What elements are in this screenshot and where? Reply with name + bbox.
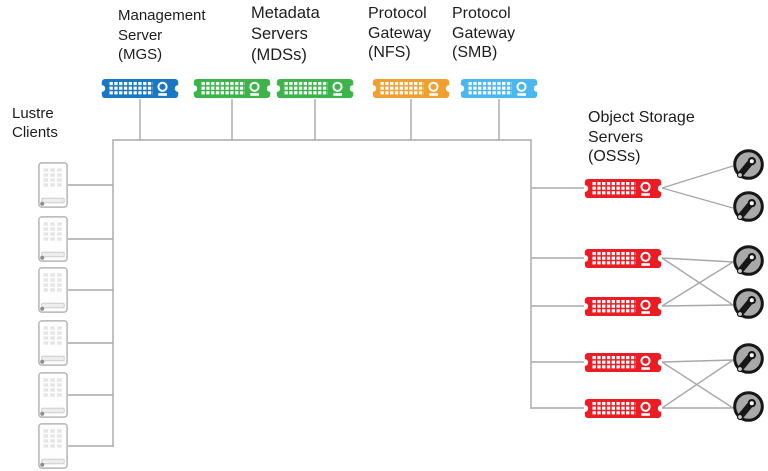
oss-label-line: (OSSs) <box>588 148 641 165</box>
disk-icon <box>730 244 766 280</box>
mds-server-icon <box>193 78 271 99</box>
smb-label-line: Protocol <box>452 5 511 22</box>
disk-icon <box>730 287 766 323</box>
oss-server-icon <box>584 398 662 419</box>
disk-icon <box>730 148 766 184</box>
mgs-label-line: Management <box>118 7 206 24</box>
network-bus-line <box>112 139 532 447</box>
oss-server-icon <box>584 296 662 317</box>
lustre-client-icon <box>38 320 68 366</box>
nfs-label-line: Gateway <box>368 24 432 42</box>
disk-icon <box>730 390 766 426</box>
smb-gateway-icon <box>460 78 538 99</box>
lustre-client-icon <box>38 267 68 313</box>
mgs-label: Management Server (MGS) <box>118 6 206 65</box>
smb-label-line: Gateway <box>452 24 516 42</box>
nfs-label-line: (NFS) <box>368 44 411 61</box>
lustre-clients-label: Lustre Clients <box>12 105 58 142</box>
nfs-label: Protocol Gateway (NFS) <box>368 4 431 63</box>
nfs-label-line: Protocol <box>368 5 427 22</box>
lustre-client-icon <box>38 372 68 418</box>
disk-icon <box>730 190 766 226</box>
mgs-server-icon <box>101 78 179 99</box>
mgs-label-line: Server <box>118 26 163 44</box>
lustre-client-icon <box>38 216 68 262</box>
disk-icon <box>730 342 766 378</box>
smb-label: Protocol Gateway (SMB) <box>452 4 515 63</box>
oss-label-line: Object Storage <box>588 109 695 126</box>
oss-label-line: Servers <box>588 128 644 146</box>
nfs-gateway-icon <box>372 78 450 99</box>
lustre-client-icon <box>38 423 68 469</box>
oss-label: Object Storage Servers (OSSs) <box>588 108 695 167</box>
mds-server-icon <box>276 78 354 99</box>
mds-label: Metadata Servers (MDSs) <box>251 3 320 66</box>
smb-label-line: (SMB) <box>452 44 498 61</box>
clients-label-line: Clients <box>12 123 58 141</box>
oss-server-icon <box>584 178 662 199</box>
clients-label-line: Lustre <box>12 105 54 122</box>
oss-server-icon <box>584 352 662 373</box>
mds-label-line: Metadata <box>251 4 320 22</box>
mgs-label-line: (MGS) <box>118 46 163 63</box>
lustre-client-icon <box>38 162 68 208</box>
oss-server-icon <box>584 248 662 269</box>
mds-label-line: Servers <box>251 25 308 43</box>
mds-label-line: (MDSs) <box>251 46 307 64</box>
